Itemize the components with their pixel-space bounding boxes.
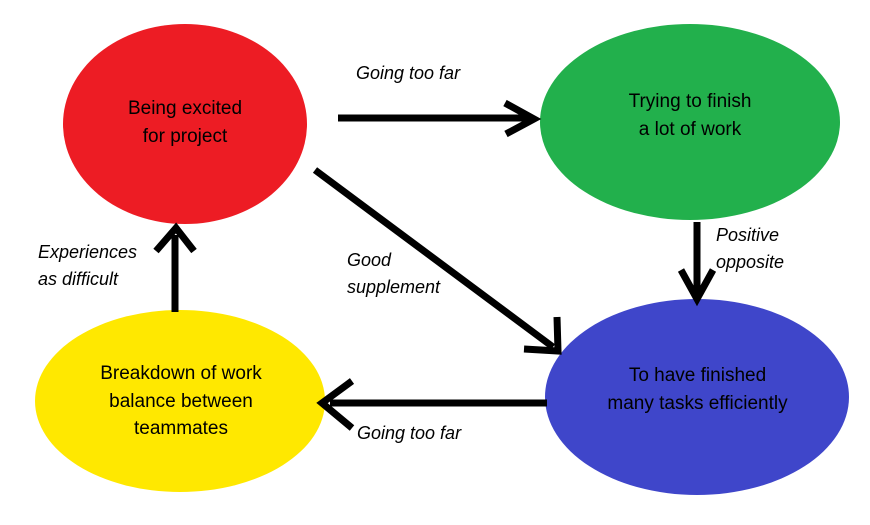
edge-excited-to-finish-work — [338, 99, 542, 138]
edge-label-good-supplement: Good supplement — [347, 250, 441, 297]
node-excited[interactable] — [63, 24, 307, 224]
edge-excited-to-finished-tasks — [312, 167, 562, 355]
node-breakdown[interactable] — [35, 310, 325, 492]
edge-breakdown-to-excited — [153, 222, 197, 312]
node-finish-work[interactable] — [540, 24, 840, 220]
edge-label-going-too-far-top: Going too far — [356, 63, 461, 83]
edge-finish-work-to-finished-tasks — [677, 222, 717, 307]
edge-label-going-too-far-bottom: Going too far — [357, 423, 462, 443]
edge-finished-tasks-to-breakdown — [316, 378, 547, 431]
edge-label-positive-opposite: Positive opposite — [716, 225, 785, 272]
edge-label-experiences-as-difficult: Experiences as difficult — [38, 242, 138, 289]
node-finished-tasks[interactable] — [545, 299, 849, 495]
